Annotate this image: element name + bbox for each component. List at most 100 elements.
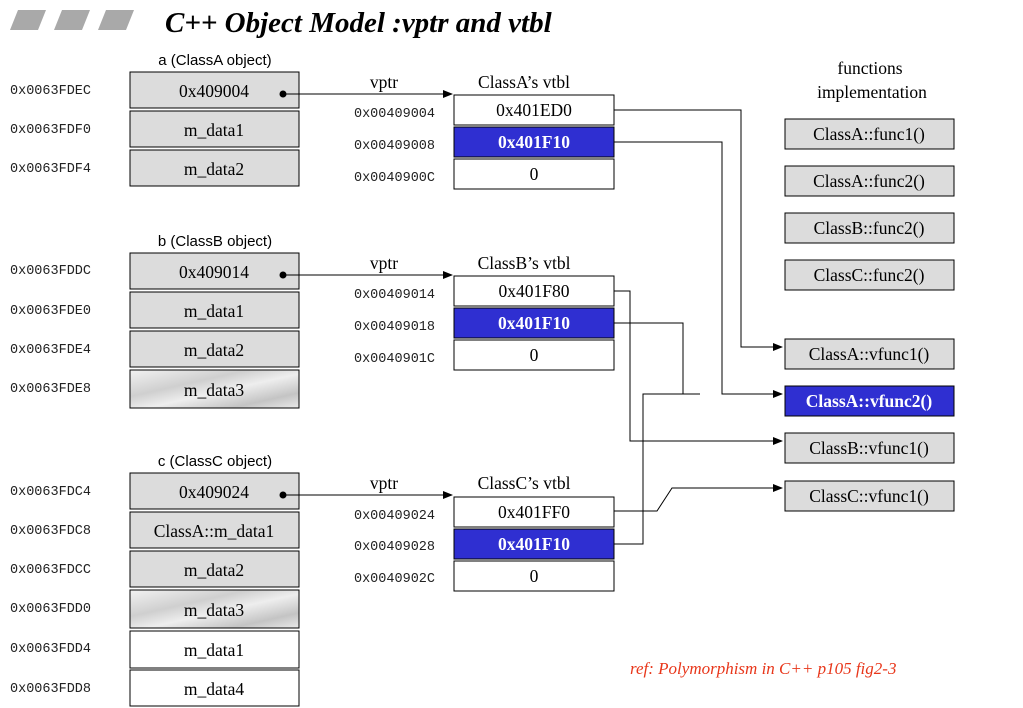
vptr-label: vptr: [370, 473, 398, 493]
object-c-field: m_data2: [184, 560, 244, 580]
vtbl-c-entry-2: 0: [530, 566, 539, 586]
function-box: [784, 432, 955, 464]
object-b-field: m_data2: [184, 340, 244, 360]
object-b-field: m_data3: [184, 380, 245, 400]
vtbl-b-address-2: 0x0040901C: [354, 352, 435, 367]
vtbl-b-address-0: 0x00409014: [354, 288, 435, 303]
vtbl-a-title: ClassA’s vtbl: [478, 72, 570, 92]
vtbl-c-entry-1: 0x401F10: [498, 534, 570, 554]
vtbl-b-slot-2: [453, 339, 615, 371]
vtbl-b-title: ClassB’s vtbl: [478, 253, 571, 273]
object-c-address-3: 0x0063FDD0: [10, 602, 91, 617]
connector-a-vfunc1: [614, 109, 783, 351]
function-name: ClassA::func2(): [813, 171, 925, 191]
vtbl-b-slot-1: [453, 307, 615, 339]
vtbl-a-address-0: 0x00409004: [354, 107, 435, 122]
connector-c-vfunc1: [614, 484, 783, 512]
vtbl-b-entry-2: 0: [530, 345, 539, 365]
object-c-cell-5: [129, 669, 300, 707]
object-b-cell-0: [129, 252, 300, 290]
object-c-field: m_data1: [184, 640, 244, 660]
vtbl-c-address-2: 0x0040902C: [354, 572, 435, 587]
object-c-field: m_data4: [184, 679, 245, 699]
function-name: ClassB::func2(): [814, 218, 925, 238]
vtbl-c-slot-2: [453, 560, 615, 592]
object-a-vptr-value: 0x409004: [179, 81, 249, 101]
vtbl-a: 0x00409004 0x401ED0 0x00409008 0x401F10 …: [354, 94, 615, 190]
object-c-cell-1: [129, 511, 300, 549]
object-c-field: m_data3: [184, 600, 245, 620]
vptr-label: vptr: [370, 253, 398, 273]
object-a-cell-0: [129, 71, 300, 109]
vtbl-c-title: ClassC’s vtbl: [478, 473, 571, 493]
vtbl-c-address-1: 0x00409028: [354, 540, 435, 555]
vtbl-c-slot-0: [453, 496, 615, 528]
vtbl-c-address-0: 0x00409024: [354, 509, 435, 524]
vtbl-c: 0x00409024 0x401FF0 0x00409028 0x401F10 …: [354, 496, 615, 592]
object-b-cell-3-marbled: [129, 369, 300, 409]
object-b-address-0: 0x0063FDDC: [10, 264, 91, 279]
object-c-cell-4: [129, 630, 300, 669]
function-box: [784, 480, 955, 512]
function-box: [784, 165, 955, 197]
vtbl-connectors: [614, 109, 783, 545]
vtbl-a-address-1: 0x00409008: [354, 139, 435, 154]
object-b-cell-1: [129, 291, 300, 329]
object-c-address-0: 0x0063FDC4: [10, 485, 91, 500]
vtbl-a-slot-0: [453, 94, 615, 126]
function-box: [784, 212, 955, 244]
vtbl-a-slot-1: [453, 126, 615, 158]
function-name: ClassA::vfunc2(): [806, 391, 933, 411]
object-a-field: m_data2: [184, 159, 244, 179]
object-b-address-3: 0x0063FDE8: [10, 382, 91, 397]
vtbl-b-slot-0: [453, 275, 615, 307]
object-c-address-5: 0x0063FDD8: [10, 682, 91, 697]
object-b-address-1: 0x0063FDE0: [10, 304, 91, 319]
object-c-vptr-value: 0x409024: [179, 482, 249, 502]
connector-a-vfunc2: [614, 141, 783, 398]
vtbl-a-slot-2: [453, 158, 615, 190]
object-a-cell-2: [129, 149, 300, 187]
connector-b-vfunc2: [614, 322, 684, 394]
vtbl-b-entry-0: 0x401F80: [499, 281, 570, 301]
function-name: ClassB::vfunc1(): [809, 438, 929, 458]
object-b-vptr-value: 0x409014: [179, 262, 249, 282]
function-name: ClassA::vfunc1(): [809, 344, 930, 364]
object-c-cell-0: [129, 472, 300, 510]
object-a-field: m_data1: [184, 120, 244, 140]
vtbl-a-entry-0: 0x401ED0: [496, 100, 572, 120]
object-a-address-2: 0x0063FDF4: [10, 162, 91, 177]
function-name: ClassC::vfunc1(): [809, 486, 929, 506]
object-b-address-2: 0x0063FDE4: [10, 343, 91, 358]
reference-note: ref: Polymorphism in C++ p105 fig2-3: [630, 659, 896, 678]
vtbl-c-entry-0: 0x401FF0: [498, 502, 570, 522]
vptr-label: vptr: [370, 72, 398, 92]
diagram-title: C++ Object Model :vptr and vtbl: [165, 7, 553, 39]
function-box: [784, 338, 955, 370]
function-box: [784, 259, 955, 291]
vtbl-a-address-2: 0x0040900C: [354, 171, 435, 186]
functions-heading-line2: implementation: [817, 82, 927, 102]
object-c-field: ClassA::m_data1: [154, 521, 275, 541]
functions-column: ClassA::func1() ClassA::func2() ClassB::…: [784, 118, 955, 512]
object-b: 0x0063FDDC 0x409014 0x0063FDE0 m_data1 0…: [10, 252, 300, 409]
functions-heading-line1: functions: [837, 58, 902, 78]
object-c-address-2: 0x0063FDCC: [10, 563, 91, 578]
object-c-address-4: 0x0063FDD4: [10, 642, 91, 657]
vtbl-b-entry-1: 0x401F10: [498, 313, 570, 333]
object-a-label: a (ClassA object): [158, 52, 271, 69]
object-c-cell-2: [129, 550, 300, 588]
object-b-label: b (ClassB object): [158, 233, 272, 250]
vtbl-a-entry-1: 0x401F10: [498, 132, 570, 152]
object-a-address-1: 0x0063FDF0: [10, 123, 91, 138]
function-box-highlighted: [784, 385, 955, 417]
function-box: [784, 118, 955, 150]
object-b-cell-2: [129, 330, 300, 368]
object-a: 0x0063FDEC 0x409004 0x0063FDF0 m_data1 0…: [10, 71, 300, 187]
object-c-cell-3-marbled: [129, 589, 300, 629]
object-c: 0x0063FDC4 0x409024 0x0063FDC8 ClassA::m…: [10, 472, 300, 707]
object-a-cell-1: [129, 110, 300, 148]
function-name: ClassA::func1(): [813, 124, 925, 144]
object-c-address-1: 0x0063FDC8: [10, 524, 91, 539]
object-b-field: m_data1: [184, 301, 244, 321]
